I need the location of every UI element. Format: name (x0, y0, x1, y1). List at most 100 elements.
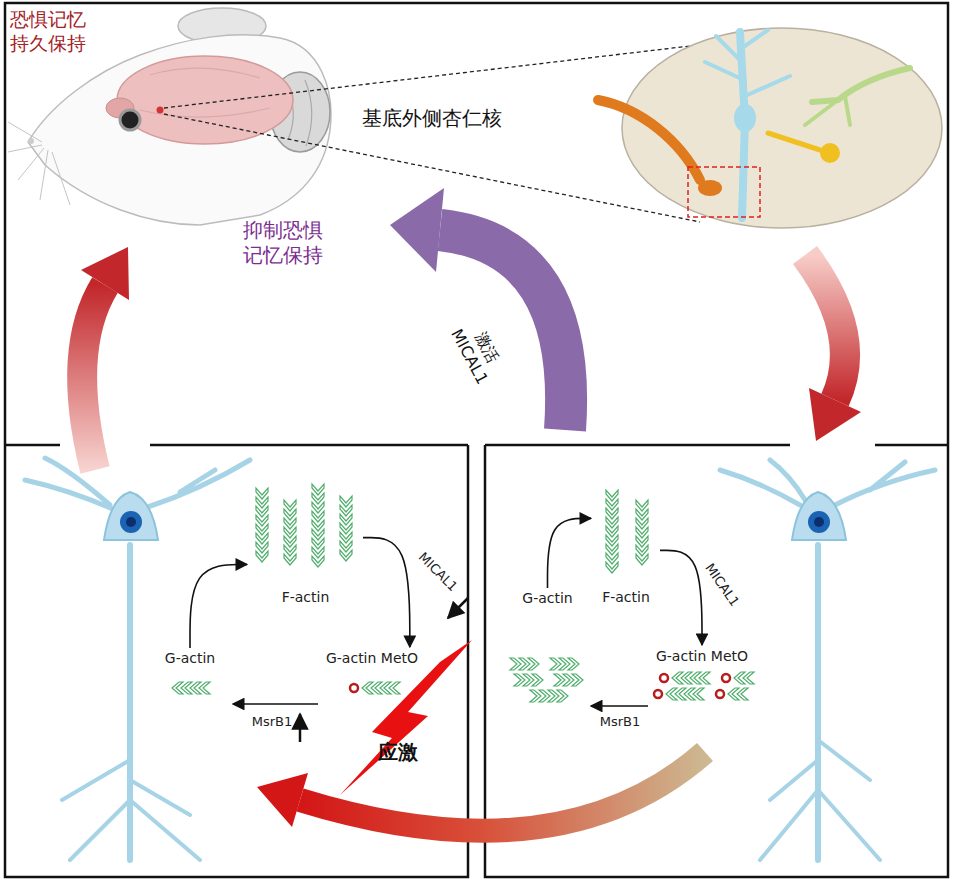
actin-subunit (693, 688, 704, 700)
actin-subunit (510, 658, 521, 670)
transition-arrow (257, 752, 705, 831)
actin-subunit (284, 509, 296, 520)
actin-subunit (568, 658, 579, 670)
actin-subunit (636, 509, 648, 520)
reaction-arrow (591, 705, 648, 707)
up-regulation-arrow (448, 598, 468, 618)
mouse-illustration (8, 8, 331, 225)
oxidation-mark (660, 674, 668, 682)
actin-subunit (606, 553, 618, 564)
actin-subunit (548, 690, 559, 702)
actin-subunit (312, 511, 324, 522)
actin-subunit (557, 690, 568, 702)
actin-subunit (636, 545, 648, 556)
actin-subunit (256, 551, 268, 562)
actin-subunit (256, 497, 268, 508)
actin-subunit (340, 541, 352, 552)
actin-subunit (256, 506, 268, 517)
enzyme-label: MsrB1 (252, 714, 293, 730)
zoom-line (164, 46, 700, 222)
actin-subunit (606, 508, 618, 519)
molecule-label: F-actin (282, 589, 330, 606)
neuron-left (25, 458, 250, 860)
actin-subunit (312, 529, 324, 540)
oxidation-mark (654, 690, 662, 698)
red-arrow-right (805, 255, 861, 441)
panel-frame (5, 3, 948, 877)
actin-subunit (563, 674, 574, 686)
actin-subunit (312, 484, 324, 495)
actin-subunit (284, 545, 296, 556)
reaction-arrow (548, 518, 592, 588)
enzyme-label: MICAL1 (702, 561, 743, 610)
reaction-arrow (363, 538, 410, 647)
annotation-text: 抑制恐惧 记忆保持 (243, 218, 326, 268)
annotation-text: 恐惧记忆 持久保持 (10, 8, 89, 56)
actin-subunit (636, 554, 648, 565)
actin-subunit (256, 542, 268, 553)
actin-subunit (284, 554, 296, 565)
actin-subunit (550, 658, 561, 670)
actin-subunit (636, 500, 648, 511)
actin-subunit (636, 527, 648, 538)
reaction-arrow (233, 703, 318, 705)
molecule-box: G-actin (505, 588, 590, 712)
oxidation-mark (350, 684, 358, 692)
actin-subunit (284, 527, 296, 538)
actin-subunit (606, 526, 618, 537)
neuron-right (720, 460, 935, 860)
actin-subunit (737, 688, 748, 700)
actin-subunit (559, 658, 570, 670)
actin-subunit (699, 672, 710, 684)
actin-subunit (539, 690, 550, 702)
actin-subunit (312, 502, 324, 513)
reaction-arrow (660, 550, 702, 645)
actin-subunit (606, 535, 618, 546)
actin-glyphs (172, 484, 754, 702)
reaction-arrow (190, 564, 247, 648)
actin-subunit (532, 674, 543, 686)
actin-subunit (530, 690, 541, 702)
actin-subunit (256, 524, 268, 535)
actin-subunit (528, 658, 539, 670)
molecule-box: F-actin (248, 480, 363, 608)
actin-subunit (312, 538, 324, 549)
annotation-text: 激活 MICAL1 (445, 313, 512, 391)
actin-subunit (606, 544, 618, 555)
up-regulation-arrow (299, 714, 302, 742)
actin-subunit (606, 517, 618, 528)
actin-subunit (554, 674, 565, 686)
actin-subunit (284, 500, 296, 511)
purple-arrow (390, 188, 566, 430)
actin-subunit (340, 496, 352, 507)
molecule-box: G-actin MetO (318, 648, 426, 710)
actin-subunit (743, 672, 754, 684)
actin-subunit (312, 493, 324, 504)
actin-subunit (523, 674, 534, 686)
actin-subunit (606, 499, 618, 510)
actin-subunit (312, 556, 324, 567)
molecule-label: G-actin (522, 590, 572, 607)
actin-subunit (256, 533, 268, 544)
actin-subunit (572, 674, 583, 686)
actin-subunit (340, 550, 352, 561)
actin-subunit (284, 536, 296, 547)
actin-subunit (312, 547, 324, 558)
actin-subunit (340, 514, 352, 525)
molecule-label: G-actin (165, 650, 215, 667)
actin-subunit (340, 523, 352, 534)
actin-subunit (256, 515, 268, 526)
oxidation-mark (716, 690, 724, 698)
actin-subunit (312, 520, 324, 531)
amygdala-region (598, 28, 942, 228)
annotation-text: 应激 (378, 740, 418, 765)
actin-subunit (284, 518, 296, 529)
actin-subunit (636, 518, 648, 529)
actin-subunit (199, 682, 210, 694)
actin-subunit (606, 562, 618, 573)
molecule-box: F-actin (592, 480, 660, 608)
annotation-text: 基底外侧杏仁核 (362, 106, 502, 131)
